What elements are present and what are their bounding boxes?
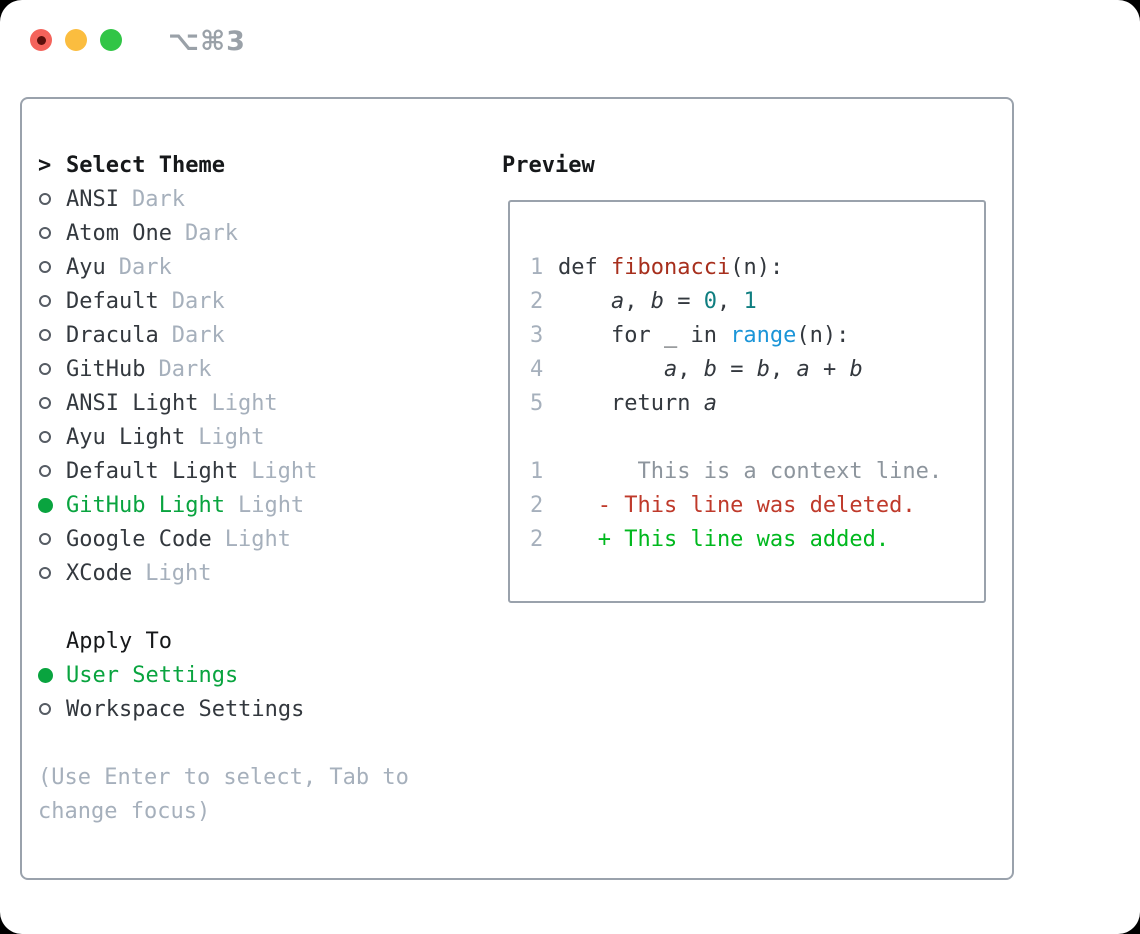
theme-variant-label: Light	[237, 492, 305, 518]
diff-preview: 1 This is a context line. 2 - This line w…	[530, 454, 984, 556]
apply-option-workspace-settings[interactable]: Workspace Settings	[38, 692, 502, 726]
radio-icon	[38, 363, 66, 375]
option-label: ANSI Light	[66, 390, 199, 416]
theme-option-atom-one[interactable]: Atom One Dark	[38, 216, 502, 250]
theme-variant-label: Dark	[171, 322, 225, 348]
help-line: (Use Enter to select, Tab to	[38, 764, 409, 790]
code-line: 3 for _ in range(n):	[530, 322, 850, 348]
option-label: ANSI	[66, 186, 119, 212]
theme-option-github-light[interactable]: GitHub Light Light	[38, 488, 502, 522]
radio-icon	[38, 397, 66, 409]
radio-icon	[38, 329, 66, 341]
diff-line-added: 2 + This line was added.	[530, 526, 890, 552]
theme-variant-label: Light	[211, 390, 278, 416]
theme-variant-label: Light	[198, 424, 265, 450]
line-number: 2	[530, 288, 544, 314]
radio-icon	[38, 703, 66, 715]
window-shortcut-label: ⌥⌘3	[168, 26, 246, 57]
line-number: 2	[530, 526, 544, 552]
code-line: 4 a, b = b, a + b	[530, 356, 863, 382]
option-label: Ayu	[66, 254, 106, 280]
theme-variant-label: Dark	[171, 288, 225, 314]
theme-option-xcode[interactable]: XCode Light	[38, 556, 502, 590]
line-number: 5	[530, 390, 544, 416]
line-number: 2	[530, 492, 544, 518]
select-theme-header: > Select Theme	[38, 148, 502, 182]
radio-icon	[38, 193, 66, 205]
option-label: GitHub Light	[66, 492, 225, 518]
theme-option-ayu[interactable]: Ayu Dark	[38, 250, 502, 284]
radio-icon	[38, 227, 66, 239]
theme-variant-label: Light	[251, 458, 318, 484]
help-text: (Use Enter to select, Tab to change focus…	[38, 760, 502, 828]
theme-variant-label: Dark	[118, 254, 172, 280]
code-line: 2 a, b = 0, 1	[530, 288, 757, 314]
select-theme-title: Select Theme	[66, 152, 225, 178]
theme-option-default[interactable]: Default Dark	[38, 284, 502, 318]
preview-header: Preview	[502, 148, 1012, 182]
section-gap	[38, 726, 502, 760]
theme-option-github[interactable]: GitHub Dark	[38, 352, 502, 386]
radio-icon	[38, 567, 66, 579]
traffic-lights	[30, 29, 122, 51]
theme-option-google-code[interactable]: Google Code Light	[38, 522, 502, 556]
blank-line	[530, 420, 984, 454]
option-label: Google Code	[66, 526, 212, 552]
option-label: Default	[66, 288, 159, 314]
apply-to-header: Apply To	[38, 624, 502, 658]
help-line: change focus)	[38, 798, 211, 824]
theme-variant-label: Light	[224, 526, 291, 552]
theme-variant-label: Dark	[131, 186, 185, 212]
diff-line-context: 1 This is a context line.	[530, 458, 943, 484]
radio-icon	[38, 533, 66, 545]
theme-variant-label: Dark	[158, 356, 212, 382]
line-number: 3	[530, 322, 544, 348]
section-gap	[38, 590, 502, 624]
option-label: Atom One	[66, 220, 172, 246]
theme-variant-label: Dark	[184, 220, 238, 246]
line-number: 4	[530, 356, 544, 382]
theme-option-default-light[interactable]: Default Light Light	[38, 454, 502, 488]
line-number: 1	[530, 458, 544, 484]
theme-option-ansi-light[interactable]: ANSI Light Light	[38, 386, 502, 420]
radio-selected-icon	[38, 667, 66, 683]
radio-icon	[38, 295, 66, 307]
apply-option-user-settings[interactable]: User Settings	[38, 658, 502, 692]
option-label: Default Light	[66, 458, 239, 484]
option-label: User Settings	[66, 662, 239, 688]
cursor-icon: >	[38, 152, 52, 178]
window-titlebar[interactable]: ⌥⌘3	[0, 0, 1140, 97]
option-label: GitHub	[66, 356, 146, 382]
option-label: XCode	[66, 560, 133, 586]
apply-to-title: Apply To	[66, 628, 172, 654]
code-line: 5 return a	[530, 390, 717, 416]
theme-option-dracula[interactable]: Dracula Dark	[38, 318, 502, 352]
radio-icon	[38, 261, 66, 273]
close-button[interactable]	[30, 29, 52, 51]
minimize-button[interactable]	[65, 29, 87, 51]
radio-icon	[38, 431, 66, 443]
theme-option-ansi[interactable]: ANSI Dark	[38, 182, 502, 216]
theme-option-ayu-light[interactable]: Ayu Light Light	[38, 420, 502, 454]
radio-selected-icon	[38, 497, 66, 513]
option-label: Ayu Light	[66, 424, 186, 450]
theme-variant-label: Light	[145, 560, 212, 586]
line-number: 1	[530, 254, 544, 280]
option-label: Dracula	[66, 322, 159, 348]
option-label: Workspace Settings	[66, 696, 305, 722]
diff-line-deleted: 2 - This line was deleted.	[530, 492, 916, 518]
radio-icon	[38, 465, 66, 477]
record-dot-icon	[36, 35, 46, 45]
preview-title: Preview	[502, 152, 595, 178]
zoom-button[interactable]	[100, 29, 122, 51]
